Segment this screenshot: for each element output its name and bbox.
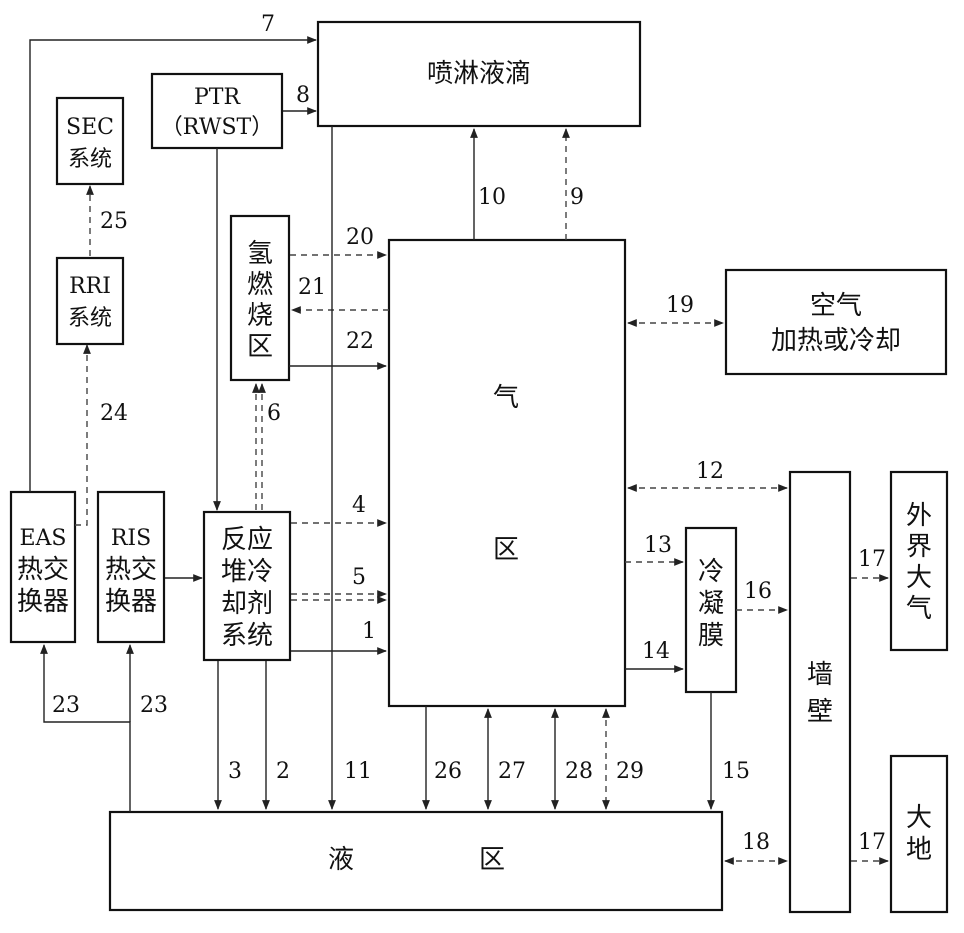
h2-char-2: 燃 <box>247 270 273 300</box>
block-sec-system: SEC 系统 <box>55 96 125 186</box>
path-label-20: 20 <box>346 225 374 250</box>
block-ptr: PTR （RWST） <box>150 72 284 150</box>
path-label-28: 28 <box>565 759 593 784</box>
wall-char-2: 壁 <box>807 697 833 727</box>
arrow-23-eas <box>40 644 131 812</box>
cond-char-2: 凝 <box>698 589 724 619</box>
gas-char-1: 气 <box>493 383 519 413</box>
env-char-4: 气 <box>906 594 932 624</box>
cond-char-1: 冷 <box>698 557 724 587</box>
path-label-11: 11 <box>344 759 372 784</box>
rcs-line-4: 系统 <box>221 621 273 651</box>
block-reactor-coolant-system: 反应 堆冷 却剂 系统 <box>202 510 292 662</box>
path-label-24: 24 <box>100 401 128 426</box>
path-label-26: 26 <box>434 759 462 784</box>
path-label-21: 21 <box>298 275 326 300</box>
air-sub-label: 加热或冷却 <box>771 326 901 356</box>
path-label-2: 2 <box>276 759 290 784</box>
block-ris-heat-exchanger: RIS 热交 换器 <box>96 490 166 644</box>
sec-label: SEC <box>66 115 114 140</box>
block-wall: 墙 壁 <box>788 470 852 914</box>
path-label-14: 14 <box>642 639 670 664</box>
path-label-15: 15 <box>722 759 750 784</box>
eas-line-3: 换器 <box>17 587 69 617</box>
ground-char-1: 大 <box>906 803 932 833</box>
path-label-17-ground: 17 <box>858 830 886 855</box>
block-spray-droplets: 喷淋液滴 <box>316 20 642 128</box>
rri-label: RRI <box>69 274 111 299</box>
path-labels: 1 2 3 4 5 6 7 8 9 10 11 12 13 14 15 16 1… <box>52 12 886 855</box>
path-label-4: 4 <box>352 493 366 518</box>
path-label-17-atmosphere: 17 <box>858 547 886 572</box>
rcs-line-2: 堆冷 <box>221 557 273 587</box>
path-label-23-ris: 23 <box>140 693 168 718</box>
block-outer-atmosphere: 外 界 大 气 <box>889 470 949 652</box>
wall-char-1: 墙 <box>807 660 833 690</box>
block-ground: 大 地 <box>889 754 949 914</box>
liquid-char-2: 区 <box>479 845 505 875</box>
path-label-16: 16 <box>744 579 772 604</box>
arrows <box>29 36 889 865</box>
h2-char-1: 氢 <box>247 239 273 269</box>
path-label-5: 5 <box>352 565 366 590</box>
block-gas-zone: 气 区 <box>387 238 627 708</box>
cond-char-3: 膜 <box>698 621 724 651</box>
ris-line-3: 换器 <box>105 587 157 617</box>
ptr-label: PTR <box>194 85 241 110</box>
block-hydrogen-burn-zone: 氢 燃 烧 区 <box>229 214 291 382</box>
path-label-1: 1 <box>362 619 376 644</box>
eas-label: EAS <box>19 526 66 551</box>
ris-label: RIS <box>111 526 151 551</box>
h2-char-4: 区 <box>247 332 273 362</box>
gas-char-2: 区 <box>493 535 519 565</box>
path-label-27: 27 <box>498 759 526 784</box>
path-label-7: 7 <box>261 12 275 37</box>
air-label: 空气 <box>810 291 862 321</box>
path-label-22: 22 <box>346 329 374 354</box>
ptr-sub-label: （RWST） <box>161 115 273 140</box>
block-liquid-zone: 液 区 <box>108 810 724 912</box>
path-label-9: 9 <box>570 185 584 210</box>
rcs-line-3: 却剂 <box>221 589 273 619</box>
h2-char-3: 烧 <box>247 301 273 331</box>
eas-line-2: 热交 <box>17 555 69 585</box>
rcs-line-1: 反应 <box>221 525 273 555</box>
env-char-2: 界 <box>906 532 932 562</box>
path-label-19: 19 <box>666 293 694 318</box>
arrow-7 <box>29 36 317 492</box>
ground-char-2: 地 <box>906 835 932 865</box>
env-char-1: 外 <box>906 501 932 531</box>
path-label-29: 29 <box>616 759 644 784</box>
block-eas-heat-exchanger: EAS 热交 换器 <box>9 490 77 644</box>
spray-label: 喷淋液滴 <box>427 59 531 89</box>
arrow-24 <box>75 344 91 526</box>
env-char-3: 大 <box>906 563 932 593</box>
path-label-8: 8 <box>296 83 310 108</box>
sec-sub-label: 系统 <box>68 147 112 172</box>
block-condensation-film: 冷 凝 膜 <box>684 526 738 694</box>
path-label-23-eas: 23 <box>52 693 80 718</box>
ris-line-2: 热交 <box>105 555 157 585</box>
path-label-10: 10 <box>478 185 506 210</box>
block-air-heating-cooling: 空气 加热或冷却 <box>724 268 948 376</box>
block-rri-system: RRI 系统 <box>55 256 125 346</box>
path-label-25: 25 <box>100 209 128 234</box>
path-label-6: 6 <box>267 401 281 426</box>
path-label-18: 18 <box>742 830 770 855</box>
path-label-3: 3 <box>228 759 242 784</box>
rri-sub-label: 系统 <box>68 306 112 331</box>
path-label-12: 12 <box>696 459 724 484</box>
liquid-char-1: 液 <box>328 845 354 875</box>
path-label-13: 13 <box>644 533 672 558</box>
